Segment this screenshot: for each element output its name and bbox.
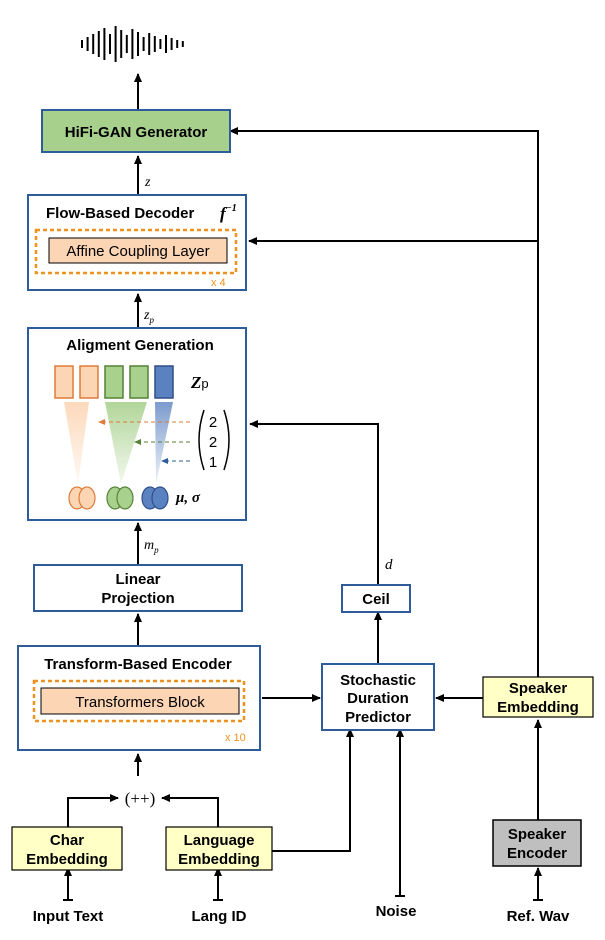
affine-coupling-label: Affine Coupling Layer xyxy=(66,243,209,260)
transformers-block-label: Transformers Block xyxy=(75,694,205,711)
lang-emb-label-1: Language xyxy=(184,832,255,849)
stochastic-duration-predictor-block: Stochastic Duration Predictor xyxy=(321,663,435,731)
language-embedding-block: Language Embedding xyxy=(165,826,273,871)
orange-attention-beam xyxy=(64,402,89,484)
transformer-dashed-group xyxy=(32,679,246,723)
right-paren xyxy=(223,409,230,471)
dur-value-1: 2 xyxy=(209,414,217,431)
zp-frame-2 xyxy=(79,365,99,399)
ref-wav-label: Ref. Wav xyxy=(507,908,570,925)
encoder-title: Transform-Based Encoder xyxy=(44,656,232,673)
mp-label: mp xyxy=(144,538,159,555)
spk-enc-label-1: Speaker xyxy=(508,826,567,843)
lang-to-concat-arrow xyxy=(161,794,219,827)
mu-sigma-label: μ, σ xyxy=(175,490,201,506)
dur-value-2: 2 xyxy=(209,434,217,451)
d-label: d xyxy=(385,557,393,573)
alignment-title: Aligment Generation xyxy=(66,337,214,354)
zp-frame-1 xyxy=(54,365,74,399)
zp-frame-5 xyxy=(154,365,174,399)
linear-projection-block: Linear Projection xyxy=(33,564,243,612)
z-label: z xyxy=(144,175,151,190)
char-to-concat-arrow xyxy=(67,794,119,827)
lang-emb-label-2: Embedding xyxy=(178,851,260,868)
zp-frame-4 xyxy=(129,365,149,399)
green-attention-beam xyxy=(105,402,147,484)
flow-decoder-block: Flow-Based Decoder f−1 Affine Coupling L… xyxy=(27,194,247,291)
noise-label: Noise xyxy=(376,903,417,920)
concat-operator-icon: (++) xyxy=(125,789,156,808)
sdp-label-3: Predictor xyxy=(345,709,411,726)
flow-decoder-title: Flow-Based Decoder xyxy=(46,205,195,222)
char-emb-label-1: Char xyxy=(50,832,84,849)
speaker-embedding-block: Speaker Embedding xyxy=(482,676,594,718)
waveform-icon xyxy=(81,26,184,62)
char-emb-label-2: Embedding xyxy=(26,851,108,868)
ceil-block: Ceil xyxy=(341,584,411,613)
spk-emb-label-2: Embedding xyxy=(497,699,579,716)
zp-frame-3 xyxy=(104,365,124,399)
hifi-gan-label: HiFi-GAN Generator xyxy=(65,124,208,141)
affine-dashed-group xyxy=(34,228,238,275)
speaker-encoder-block: Speaker Encoder xyxy=(492,819,582,867)
flow-inverse-symbol: f−1 xyxy=(220,203,237,223)
linear-label-2: Projection xyxy=(101,590,174,607)
ceil-to-align-arrow xyxy=(249,420,379,585)
char-embedding-block: Char Embedding xyxy=(11,826,123,871)
spk-enc-label-2: Encoder xyxy=(507,845,567,862)
dur-value-3: 1 xyxy=(209,454,217,471)
input-text-label: Input Text xyxy=(33,908,104,925)
connectors xyxy=(64,73,542,900)
sdp-label-1: Stochastic xyxy=(340,672,416,689)
sdp-label-2: Duration xyxy=(347,690,409,707)
spk-emb-label-1: Speaker xyxy=(509,680,568,697)
zp-symbol: Zp xyxy=(190,373,209,392)
ceil-label: Ceil xyxy=(362,591,390,608)
lang-to-sdp-arrow xyxy=(272,728,354,852)
left-paren xyxy=(198,409,205,471)
encoder-repeat-label: x 10 xyxy=(225,732,246,744)
encoder-block: Transform-Based Encoder Transformers Blo… xyxy=(17,645,261,751)
zp-label: zp xyxy=(143,308,154,325)
prior-distributions xyxy=(68,486,169,510)
lang-id-label: Lang ID xyxy=(192,908,247,925)
hifi-gan-block: HiFi-GAN Generator xyxy=(41,109,231,153)
linear-label-1: Linear xyxy=(115,571,160,588)
input-tails xyxy=(63,895,543,901)
flow-repeat-label: x 4 xyxy=(211,277,226,289)
spk-to-hifi-arrow xyxy=(229,127,539,677)
alignment-generation-block: Aligment Generation Zp 2 2 1 μ, σ xyxy=(27,327,247,521)
